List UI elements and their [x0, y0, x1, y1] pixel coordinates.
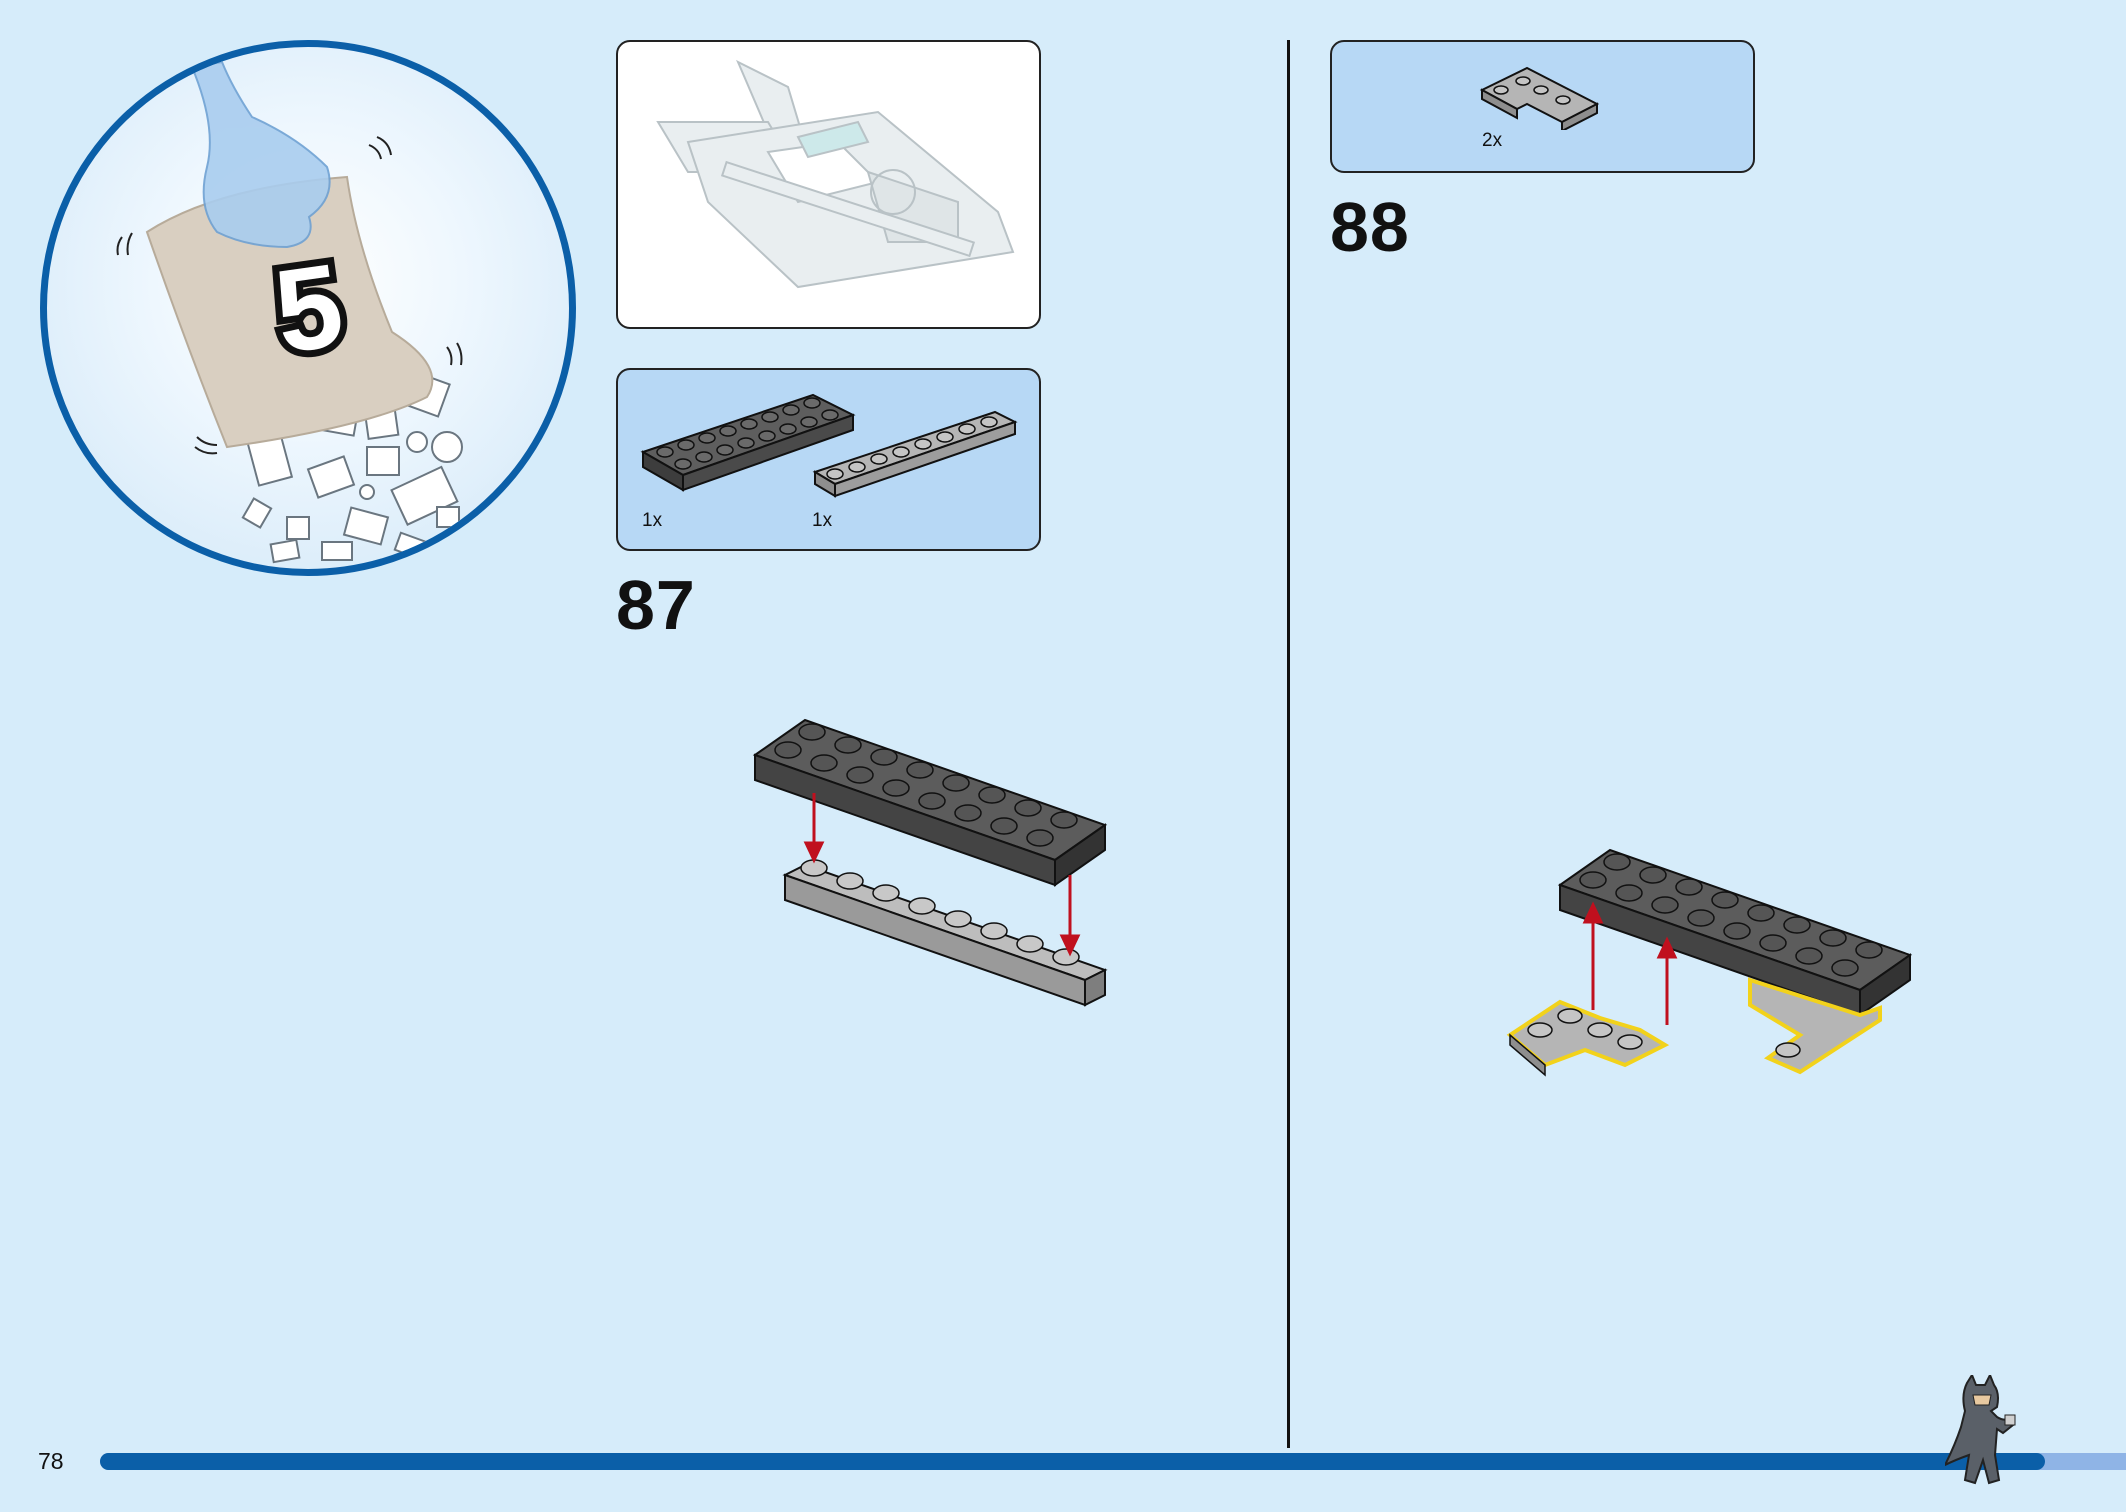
part-qty-plate-2x8: 1x — [642, 510, 663, 531]
bag-illustration: 5 — [40, 40, 576, 576]
batman-minifig-icon — [1945, 1375, 2016, 1485]
progress-fill — [100, 1453, 2045, 1470]
parts-list-88: 2x — [1330, 40, 1755, 173]
step-number-87: 87 — [616, 566, 696, 644]
part-plate-2x8-dark — [640, 393, 856, 492]
step-88-illustration — [1506, 848, 1913, 1077]
part-qty-plate-1x8: 1x — [812, 510, 833, 531]
model-preview — [616, 40, 1041, 329]
part-plate-1x8-light — [812, 410, 1018, 498]
page-divider — [1287, 40, 1290, 1448]
part-qty-corner-plate: 2x — [1482, 130, 1503, 151]
step-87-illustration — [752, 718, 1108, 1007]
page-number: 78 — [38, 1448, 64, 1474]
model-preview-image — [656, 59, 1015, 289]
step-number-88: 88 — [1330, 188, 1410, 266]
parts-list-87: 1x 1x — [616, 368, 1041, 551]
part-corner-plate-2x2 — [1479, 66, 1600, 130]
